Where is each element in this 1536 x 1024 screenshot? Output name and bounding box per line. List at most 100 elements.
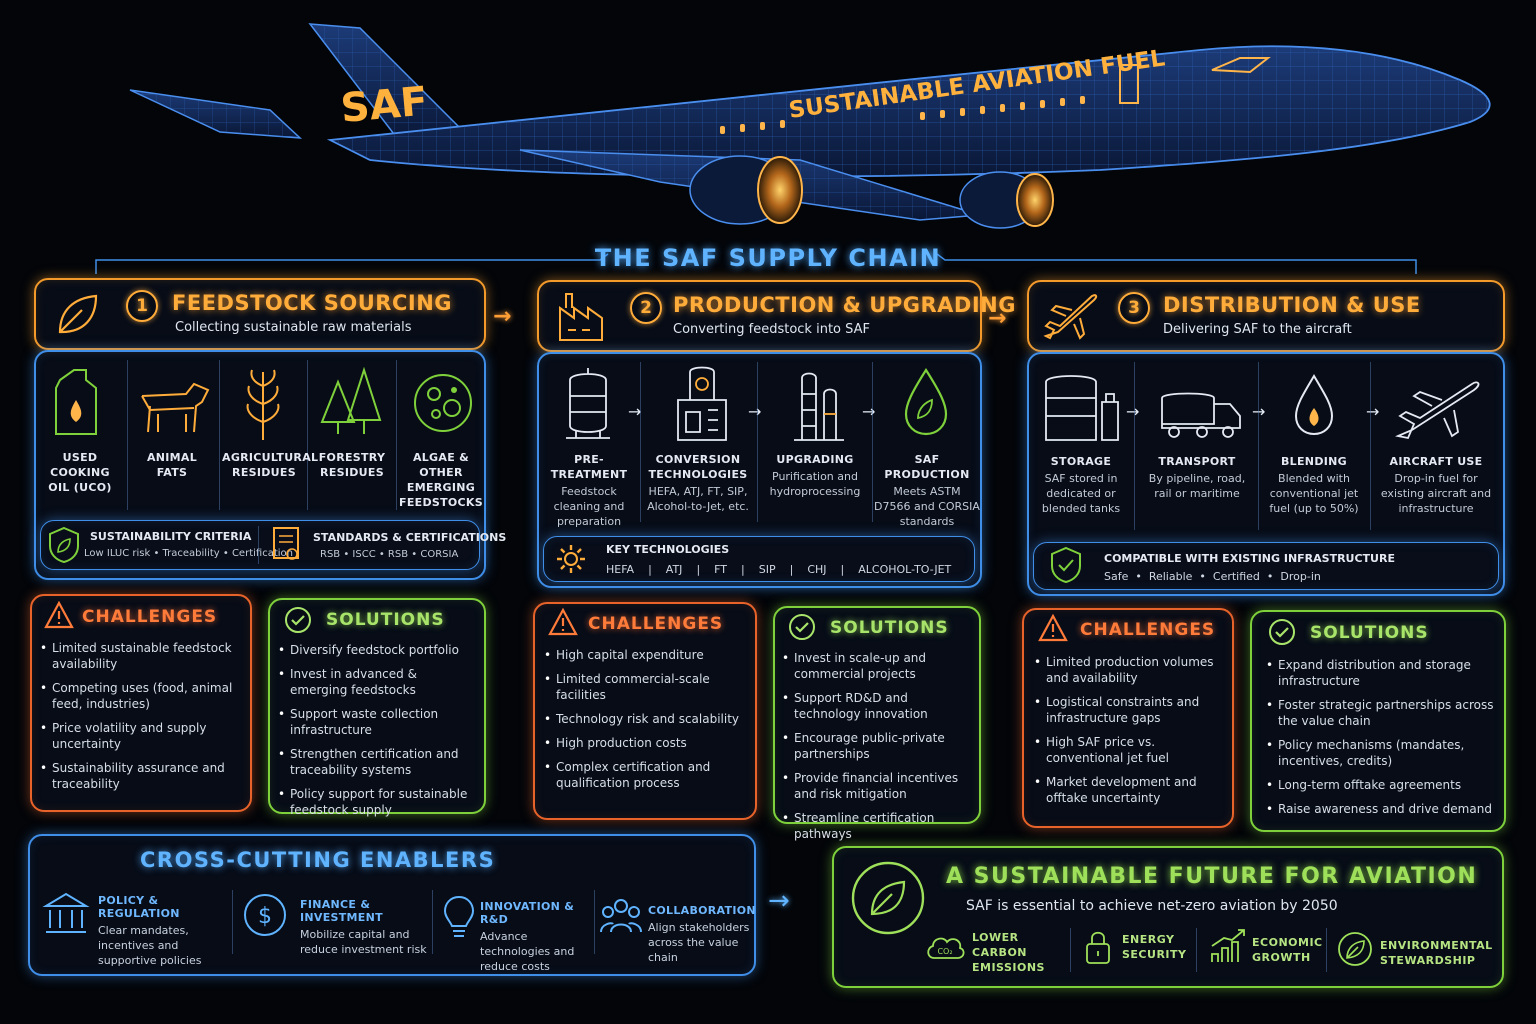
feedstock-algae: ALGAE & OTHER EMERGING FEEDSTOCKS [398,450,484,510]
list-item: Complex certification and qualification … [544,759,748,791]
item-desc: Purification and hydroprocessing [769,470,861,498]
list-item: Expand distribution and storage infrastr… [1266,657,1496,689]
list-item: Encourage public-private partnerships [782,730,976,762]
list-item: High SAF price vs. conventional jet fuel [1034,734,1226,766]
trees-icon [320,366,382,434]
divider [232,890,233,954]
stage3-challenges-list: Limited production volumes and availabil… [1034,654,1226,814]
criteria-title: SUSTAINABILITY CRITERIA [90,530,252,543]
stage1-title: FEEDSTOCK SOURCING [172,291,453,315]
enabler-title: COLLABORATION [648,904,756,917]
leaf-icon [58,294,98,334]
stage3-number: 3 [1118,292,1150,324]
enabler-desc: Mobilize capital and reduce investment r… [300,928,427,956]
list-item: Limited production volumes and availabil… [1034,654,1226,686]
item-label: USED COOKING OIL (UCO) [48,451,112,494]
feedstock-uco: USED COOKING OIL (UCO) [38,450,122,495]
growth-chart-icon [1211,929,1245,962]
leaf-circle-icon [851,861,925,935]
item-label: TRANSPORT [1158,455,1236,468]
divider [872,362,873,522]
list-item: Invest in advanced & emerging feedstocks [278,666,478,698]
list-item: Price volatility and supply uncertainty [40,720,250,752]
shield-check-icon [1051,546,1081,584]
header-bracket [95,253,1417,274]
divider [219,360,220,510]
tank-icon [566,368,610,439]
stage3-header [1027,280,1505,352]
challenges-title: CHALLENGES [1080,620,1216,640]
check-circle-icon [1269,619,1295,645]
item-label: SAF PRODUCTION [884,453,970,481]
divider [1196,928,1197,972]
separator: | [741,563,745,576]
stage1-number: 1 [126,290,158,322]
item-label: AGRICULTURAL RESIDUES [222,451,319,479]
lightbulb-icon [443,895,475,937]
divider [757,362,758,522]
benefit-energy-security: ENERGY SECURITY [1122,932,1202,962]
warning-icon [44,601,74,629]
benefit-label: ECONOMIC GROWTH [1252,936,1323,964]
stage-arrow-1: → [493,304,512,329]
future-title: A SUSTAINABLE FUTURE FOR AVIATION [946,864,1478,889]
cow-icon [141,382,210,433]
list-item: Sustainability assurance and traceabilit… [40,760,250,792]
stage1-header [34,278,486,350]
item-label: UPGRADING [776,453,854,466]
list-item: Technology risk and scalability [544,711,748,727]
item-label: FORESTRY RESIDUES [318,451,386,479]
list-item: Policy support for sustainable feedstock… [278,786,478,818]
divider [1326,928,1327,972]
dist-transport: TRANSPORT By pipeline, road, rail or mari… [1140,454,1254,501]
future-panel [832,846,1504,988]
reactor-icon [677,366,727,441]
list-item: Policy mechanisms (mandates, incentives,… [1266,737,1496,769]
check-circle-icon [789,614,815,640]
stage2-number: 2 [630,292,662,324]
benefit-economic-growth: ECONOMIC GROWTH [1252,935,1332,965]
certificate-icon [273,527,299,560]
people-icon [600,899,642,933]
co2-label: CO₂ [937,947,952,956]
list-item: Provide financial incentives and risk mi… [782,770,976,802]
enabler-title: INNOVATION & R&D [480,900,575,926]
separator: | [696,563,701,576]
criteria-detail: Low ILUC risk • Traceability • Certifica… [84,548,293,559]
fuel-drop-icon [904,367,948,436]
list-item: Diversify feedstock portfolio [278,642,478,658]
list-item: Raise awareness and drive demand [1266,801,1496,817]
future-subtitle: SAF is essential to achieve net-zero avi… [966,898,1338,914]
shield-leaf-icon [49,526,79,564]
benefit-label: LOWER CARBON EMISSIONS [972,931,1045,974]
item-label: PRE-TREATMENT [550,453,628,481]
item-label: AIRCRAFT USE [1389,455,1483,468]
item-desc: Drop-in fuel for existing aircraft and i… [1380,472,1492,515]
tech-tag: FT [714,563,728,576]
gear-icon [557,545,585,573]
stage2-header [537,280,982,352]
divider [1258,362,1259,530]
stage3-solutions-list: Expand distribution and storage infrastr… [1266,657,1496,825]
key-tech-box [543,536,975,582]
page-title: THE SAF SUPPLY CHAIN [594,244,942,272]
feedstock-animal-fats: ANIMAL FATS [132,450,212,480]
co2-cloud-icon: CO₂ [927,937,965,959]
tail-text: SAF [339,79,430,132]
item-label: ANIMAL FATS [146,451,198,479]
tech-tag: CHJ [807,563,827,576]
tech-tag: SIP [758,563,776,576]
tech-tag: ALCOHOL-TO-JET [858,563,952,576]
compat-box [1033,542,1499,590]
item-desc: By pipeline, road, rail or maritime [1148,472,1246,500]
list-item: Competing uses (food, animal feed, indus… [40,680,250,712]
solutions-title: SOLUTIONS [326,610,445,630]
benefit-lower-carbon: LOWER CARBON EMISSIONS [972,930,1068,975]
list-item: Foster strategic partnerships across the… [1266,697,1496,729]
